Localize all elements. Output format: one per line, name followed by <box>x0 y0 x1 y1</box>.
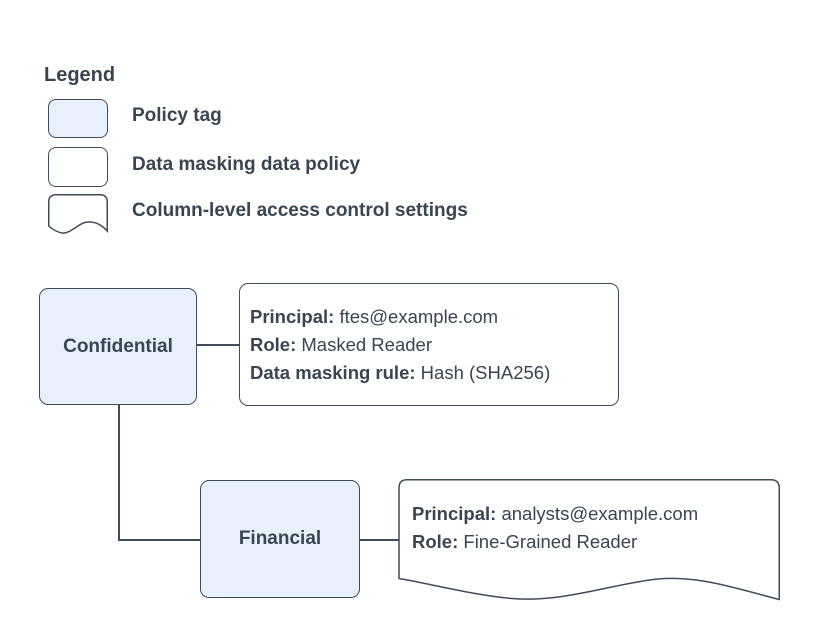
node-policy-tag-financial: Financial <box>200 480 360 598</box>
legend-item-access-settings: Column-level access control settings <box>132 200 468 221</box>
field-value: Hash (SHA256) <box>415 361 551 383</box>
policy-rule-line: Data masking rule: Hash (SHA256) <box>250 359 618 387</box>
node-label: Financial <box>238 528 322 549</box>
settings-principal-line: Principal: analysts@example.com <box>412 500 698 528</box>
field-value: analysts@example.com <box>496 503 699 524</box>
node-policy-tag-confidential: Confidential <box>39 288 197 405</box>
legend-item-data-policy: Data masking data policy <box>132 154 361 175</box>
document-shape-icon <box>398 479 780 601</box>
field-value: ftes@example.com <box>334 305 499 327</box>
legend-document-swatch <box>48 194 108 236</box>
legend-item-policy-tag: Policy tag <box>132 105 222 126</box>
field-label: Role: <box>412 531 459 552</box>
connector-financial-to-access-settings <box>360 539 399 541</box>
settings-role-line: Role: Fine-Grained Reader <box>412 528 698 556</box>
connector-to-financial <box>118 539 201 541</box>
field-label: Data masking rule: <box>250 361 416 383</box>
node-label: Confidential <box>63 335 173 357</box>
legend-title: Legend <box>44 64 116 86</box>
node-access-settings-shape <box>398 479 780 604</box>
policy-role-line: Role: Masked Reader <box>250 331 618 359</box>
field-label: Principal: <box>250 305 335 327</box>
field-value: Fine-Grained Reader <box>458 531 638 552</box>
field-label: Principal: <box>412 503 497 524</box>
policy-principal-line: Principal: ftes@example.com <box>250 303 618 331</box>
legend-policy-tag-swatch <box>48 99 108 138</box>
field-value: Masked Reader <box>296 333 432 355</box>
node-access-settings-text: Principal: analysts@example.com Role: Fi… <box>412 500 698 556</box>
connector-confidential-down <box>118 405 120 540</box>
document-shape-icon <box>48 194 108 234</box>
field-label: Role: <box>250 333 297 355</box>
node-data-masking-policy: Principal: ftes@example.com Role: Masked… <box>239 283 619 406</box>
legend-data-policy-swatch <box>48 147 108 187</box>
connector-confidential-to-masking-policy <box>197 344 239 346</box>
